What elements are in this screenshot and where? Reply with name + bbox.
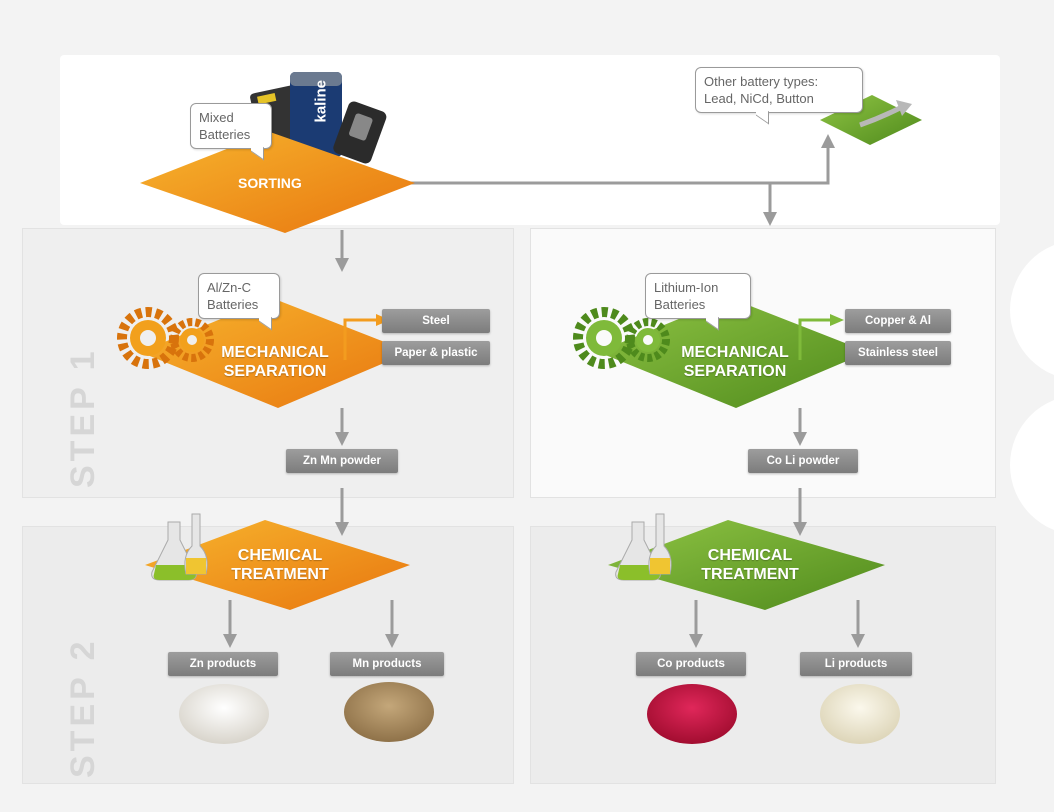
gears-icon-left (117, 307, 214, 369)
steel-output: Steel (382, 309, 490, 333)
sorting-diamond (140, 132, 415, 233)
alzn-batteries-bubble: Al/Zn-C Batteries (198, 273, 280, 319)
flask-icon-left (151, 513, 208, 581)
paper-plastic-output: Paper & plastic (382, 341, 490, 365)
mechanical-separation-label-right: MECHANICAL SEPARATION (681, 344, 789, 380)
mechanical-diamond-right (598, 298, 868, 408)
chemical-diamond-left (145, 520, 410, 610)
battery-brand-label: kaline (312, 79, 330, 123)
co-powder-pile (647, 684, 737, 744)
output-bracket-right (798, 318, 832, 360)
mn-powder-pile (344, 682, 434, 742)
other-battery-types-bubble: Other battery types: Lead, NiCd, Button (695, 67, 863, 113)
stainless-steel-output: Stainless steel (845, 341, 951, 365)
gears-icon-right (573, 307, 670, 369)
flask-icon-right (615, 513, 672, 581)
chemical-diamond-right (608, 520, 885, 610)
batteries-icon (250, 72, 387, 164)
lithium-ion-batteries-bubble: Lithium-Ion Batteries (645, 273, 751, 319)
copper-al-output: Copper & Al (845, 309, 951, 333)
chemical-treatment-label-right: CHEMICAL TREATMENT (701, 547, 799, 583)
li-products-box: Li products (800, 652, 912, 676)
zn-powder-pile (179, 684, 269, 744)
zn-products-box: Zn products (168, 652, 278, 676)
mixed-batteries-bubble: Mixed Batteries (190, 103, 272, 149)
zn-mn-powder-box: Zn Mn powder (286, 449, 398, 473)
mechanical-separation-label-left: MECHANICAL SEPARATION (221, 344, 329, 380)
co-li-powder-box: Co Li powder (748, 449, 858, 473)
arrow-heads (223, 134, 865, 648)
output-bracket-left (343, 318, 378, 360)
co-products-box: Co products (636, 652, 746, 676)
exit-arrow-icon (859, 105, 902, 128)
mn-products-box: Mn products (330, 652, 444, 676)
sorting-label: SORTING (238, 175, 302, 191)
chemical-treatment-label-left: CHEMICAL TREATMENT (231, 547, 329, 583)
li-powder-pile (820, 684, 900, 744)
